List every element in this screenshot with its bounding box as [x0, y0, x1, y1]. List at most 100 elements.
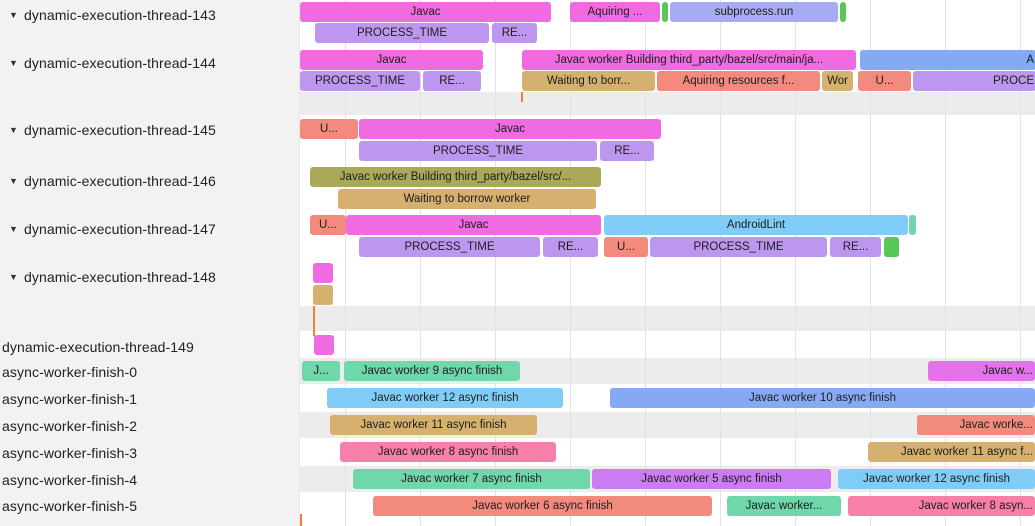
- track-label: async-worker-finish-1: [2, 391, 138, 407]
- slice[interactable]: Aquiring resources f...: [657, 71, 820, 91]
- slice[interactable]: PROCESS_TIME: [650, 237, 827, 257]
- collapse-arrow-icon[interactable]: ▼: [9, 176, 18, 186]
- track-label-row[interactable]: dynamic-execution-thread-149: [0, 338, 300, 356]
- slice[interactable]: [313, 285, 333, 305]
- slice[interactable]: Javac worker 10 async finish: [610, 388, 1035, 408]
- slice[interactable]: Waiting to borr...: [522, 71, 655, 91]
- slice[interactable]: Javac: [359, 119, 661, 139]
- time-gridline: [345, 0, 346, 526]
- flow-event-mark: [521, 92, 523, 102]
- time-gridline: [1020, 0, 1021, 526]
- slice[interactable]: PROCESS_TIME: [300, 71, 420, 91]
- time-gridline: [870, 0, 871, 526]
- track-label-row[interactable]: async-worker-finish-5: [0, 497, 300, 515]
- time-gridline: [720, 0, 721, 526]
- track-label: dynamic-execution-thread-145: [24, 122, 216, 138]
- slice[interactable]: U...: [310, 215, 346, 235]
- track-header-row[interactable]: ▼ dynamic-execution-thread-144: [0, 54, 300, 72]
- track-label-panel: ▼ dynamic-execution-thread-143 ▼ dynamic-ex…: [0, 0, 300, 526]
- collapse-arrow-icon[interactable]: ▼: [9, 10, 18, 20]
- track-background-stripe: [300, 306, 1035, 331]
- slice[interactable]: Javac worker...: [727, 496, 841, 516]
- track-label: dynamic-execution-thread-148: [24, 269, 216, 285]
- slice[interactable]: U...: [858, 71, 911, 91]
- slice[interactable]: RE...: [543, 237, 598, 257]
- slice[interactable]: [884, 237, 899, 257]
- slice[interactable]: Javac worke...: [917, 415, 1035, 435]
- track-header-row[interactable]: ▼ dynamic-execution-thread-146: [0, 172, 300, 190]
- flow-event-mark: [313, 306, 315, 336]
- track-label: async-worker-finish-2: [2, 418, 138, 434]
- slice[interactable]: [909, 215, 916, 235]
- slice[interactable]: PROCESS_TIME: [359, 237, 540, 257]
- time-gridline: [795, 0, 796, 526]
- time-gridline: [645, 0, 646, 526]
- track-label: dynamic-execution-thread-147: [24, 221, 216, 237]
- slice[interactable]: PROCESS_TIME: [315, 23, 489, 43]
- slice[interactable]: [662, 2, 668, 22]
- time-gridline: [945, 0, 946, 526]
- slice[interactable]: Javac: [346, 215, 601, 235]
- track-label: dynamic-execution-thread-149: [2, 339, 194, 355]
- track-label: async-worker-finish-4: [2, 472, 138, 488]
- time-gridline: [420, 0, 421, 526]
- slice[interactable]: PROCESS_TIME: [359, 141, 597, 161]
- slice[interactable]: Wor: [822, 71, 853, 91]
- slice[interactable]: Javac worker 12 async finish: [327, 388, 563, 408]
- flow-event-mark: [300, 514, 302, 526]
- slice[interactable]: RE...: [830, 237, 881, 257]
- track-label: async-worker-finish-5: [2, 498, 138, 514]
- track-label-row[interactable]: async-worker-finish-1: [0, 390, 300, 408]
- time-gridline: [495, 0, 496, 526]
- collapse-arrow-icon[interactable]: ▼: [9, 125, 18, 135]
- track-label: dynamic-execution-thread-143: [24, 7, 216, 23]
- slice[interactable]: J...: [302, 361, 340, 381]
- slice[interactable]: Javac worker Building third_party/bazel/…: [310, 167, 601, 187]
- slice[interactable]: Javac worker 11 async finish: [330, 415, 537, 435]
- track-header-row[interactable]: ▼ dynamic-execution-thread-148: [0, 268, 300, 286]
- slice[interactable]: Javac worker 7 async finish: [353, 469, 590, 489]
- collapse-arrow-icon[interactable]: ▼: [9, 58, 18, 68]
- slice[interactable]: Javac worker 6 async finish: [373, 496, 712, 516]
- slice[interactable]: Javac worker 8 asyn...: [848, 496, 1035, 516]
- slice[interactable]: RE...: [600, 141, 654, 161]
- slice[interactable]: Javac worker 11 async f...: [868, 442, 1035, 462]
- slice[interactable]: Javac w...: [928, 361, 1035, 381]
- slice[interactable]: Javac: [300, 2, 551, 22]
- slice[interactable]: A: [860, 50, 1035, 70]
- track-header-row[interactable]: ▼ dynamic-execution-thread-147: [0, 220, 300, 238]
- time-gridline: [570, 0, 571, 526]
- slice[interactable]: Aquiring ...: [570, 2, 660, 22]
- slice[interactable]: [313, 263, 333, 283]
- track-header-row[interactable]: ▼ dynamic-execution-thread-145: [0, 121, 300, 139]
- collapse-arrow-icon[interactable]: ▼: [9, 272, 18, 282]
- track-label-row[interactable]: async-worker-finish-4: [0, 471, 300, 489]
- slice[interactable]: Javac worker 12 async finish: [838, 469, 1035, 489]
- slice[interactable]: [840, 2, 846, 22]
- track-header-row[interactable]: ▼ dynamic-execution-thread-143: [0, 6, 300, 24]
- slice[interactable]: Javac: [300, 50, 483, 70]
- track-label-row[interactable]: async-worker-finish-2: [0, 417, 300, 435]
- track-label-row[interactable]: async-worker-finish-0: [0, 363, 300, 381]
- slice[interactable]: Javac worker 9 async finish: [344, 361, 520, 381]
- track-label-row[interactable]: async-worker-finish-3: [0, 444, 300, 462]
- slice[interactable]: Waiting to borrow worker: [338, 189, 596, 209]
- track-label: dynamic-execution-thread-144: [24, 55, 216, 71]
- track-label: dynamic-execution-thread-146: [24, 173, 216, 189]
- slice[interactable]: U...: [604, 237, 648, 257]
- slice[interactable]: subprocess.run: [670, 2, 838, 22]
- collapse-arrow-icon[interactable]: ▼: [9, 224, 18, 234]
- slice[interactable]: Javac worker 8 async finish: [340, 442, 556, 462]
- track-background-stripe: [300, 92, 1035, 115]
- slice[interactable]: [314, 335, 334, 355]
- slice[interactable]: Javac worker 5 async finish: [592, 469, 831, 489]
- track-label: async-worker-finish-3: [2, 445, 138, 461]
- slice[interactable]: Javac worker Building third_party/bazel/…: [522, 50, 856, 70]
- slice[interactable]: RE...: [423, 71, 481, 91]
- slice[interactable]: U...: [300, 119, 358, 139]
- slice[interactable]: AndroidLint: [604, 215, 908, 235]
- slice[interactable]: RE...: [492, 23, 537, 43]
- slice[interactable]: PROCE: [913, 71, 1035, 91]
